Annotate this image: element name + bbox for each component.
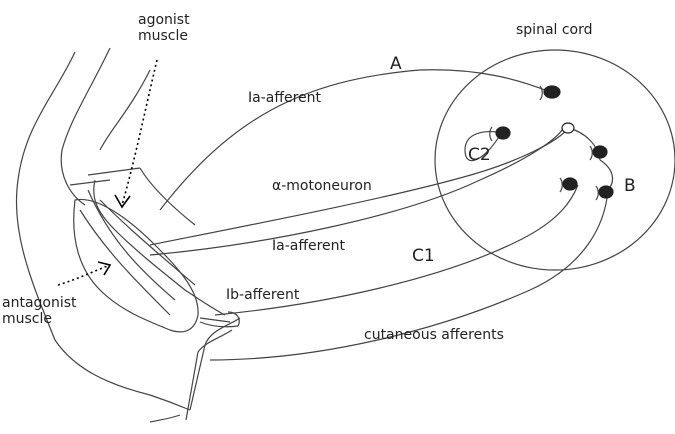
- muscles: [70, 168, 239, 332]
- ia-afferent-mid-label: Ia-afferent: [272, 238, 345, 254]
- alpha-motoneuron-label: α-motoneuron: [272, 178, 372, 194]
- point-c2-label: C2: [468, 146, 491, 165]
- agonist-arrow: [122, 60, 157, 205]
- leg-outline: [16, 48, 240, 422]
- neuron-a: [544, 86, 560, 98]
- ib-afferent-label: Ib-afferent: [226, 287, 299, 303]
- point-a-label: A: [390, 55, 402, 74]
- point-b-label: B: [624, 177, 636, 196]
- nerve-fibres: [150, 70, 613, 360]
- neuron-b-lower: [599, 186, 613, 198]
- neuron-b-upper: [593, 146, 607, 158]
- point-c1-label: C1: [412, 247, 435, 266]
- cutaneous-afferents-label: cutaneous afferents: [364, 327, 504, 343]
- interneuron-open: [562, 123, 574, 133]
- neuron-c2: [496, 127, 510, 139]
- antagonist-muscle-label: antagonist muscle: [2, 295, 77, 327]
- ia-afferent-top-label: Ia-afferent: [248, 90, 321, 106]
- neurons: [490, 86, 613, 200]
- neuron-c1: [563, 178, 577, 190]
- agonist-muscle-label: agonist muscle: [138, 12, 190, 44]
- spinal-cord-label: spinal cord: [516, 22, 593, 38]
